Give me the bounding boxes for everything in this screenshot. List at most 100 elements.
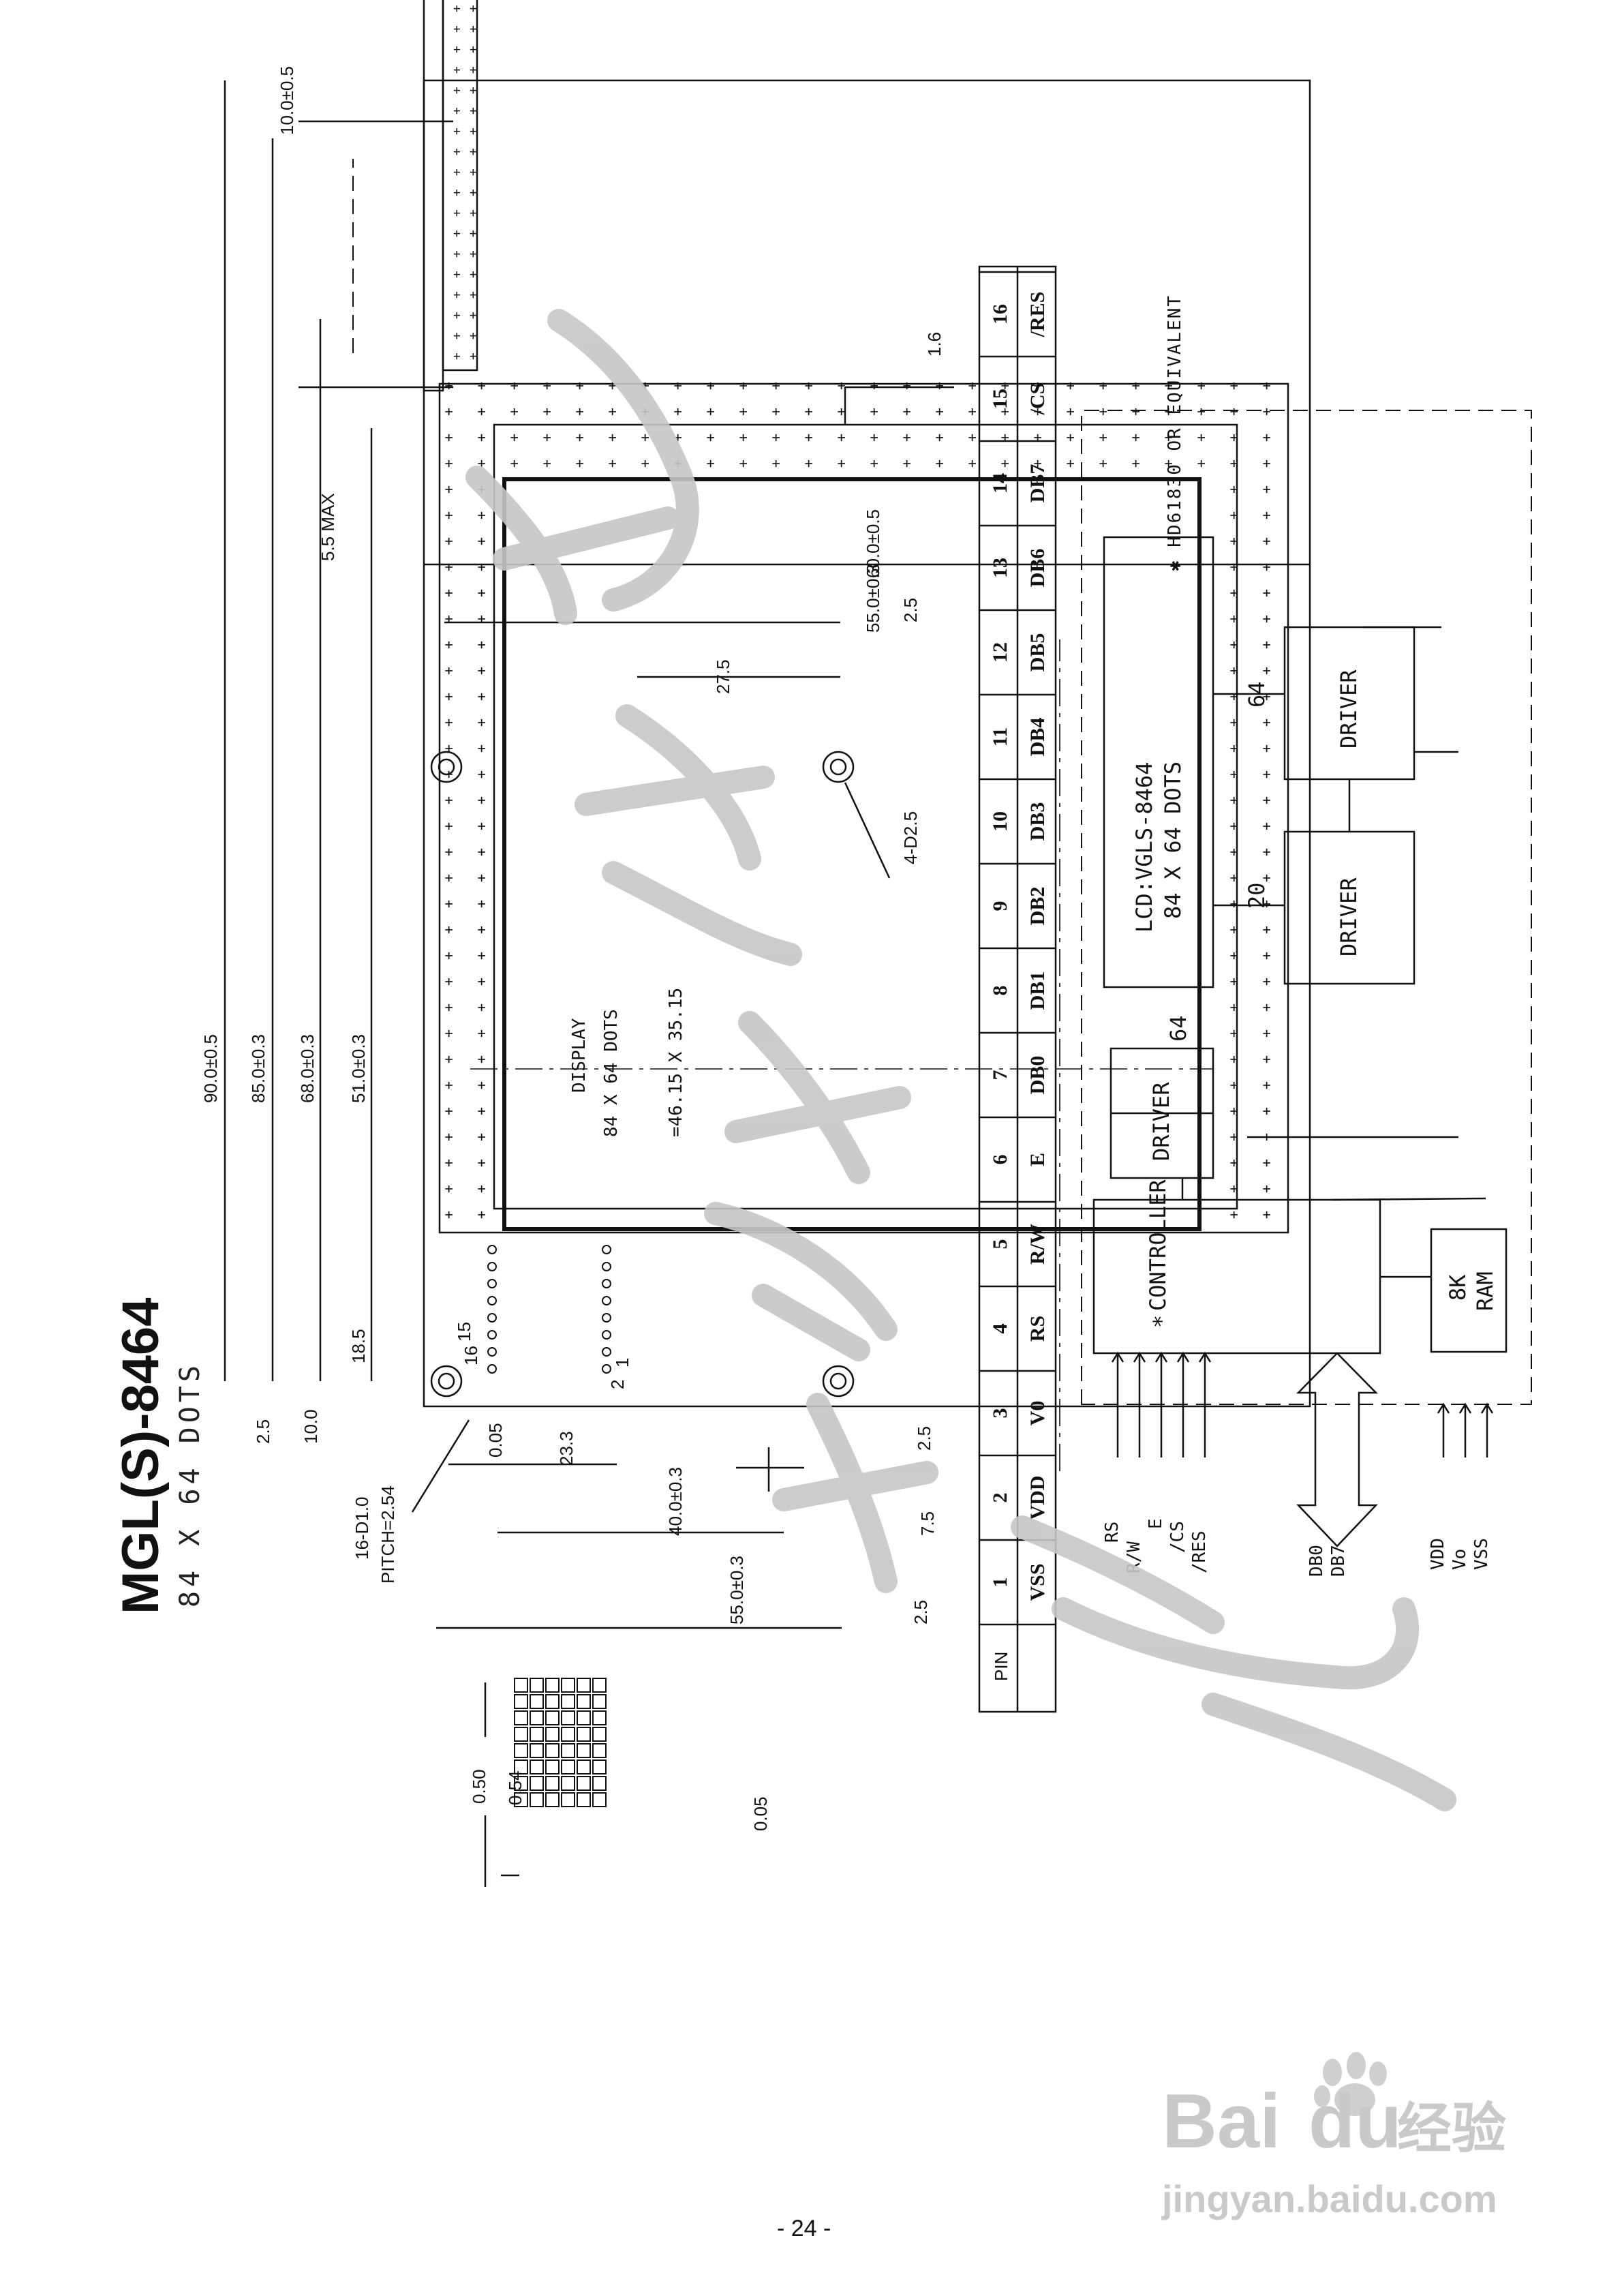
dim-2-5-right: 2.5: [914, 1426, 934, 1451]
lcd-model: LCD:VGLS-8464: [1131, 762, 1157, 933]
bezel-plus-mark: +: [1258, 641, 1274, 649]
dim-005-right: 0.05: [750, 1796, 771, 1831]
bezel-plus-mark: +: [473, 459, 489, 468]
dim-68: 68.0±0.3: [297, 1034, 318, 1103]
dot-cell: [530, 1694, 544, 1709]
bezel-plus-mark: +: [1127, 459, 1144, 468]
bezel-plus-mark: +: [506, 382, 522, 390]
side-plus-mark: +: [466, 209, 480, 217]
side-plus-mark: +: [450, 230, 464, 237]
pin-number: 7: [989, 1070, 1011, 1081]
dot-cell: [561, 1792, 575, 1807]
pin-signal: DB7: [1026, 464, 1049, 503]
bezel-plus-mark: +: [1258, 434, 1274, 442]
bezel-plus-mark: +: [1258, 408, 1274, 416]
pin-signal: RS: [1026, 1316, 1049, 1342]
controller-label: CONTROLLER: [1145, 1179, 1171, 1311]
bezel-plus-mark: +: [996, 459, 1013, 468]
bezel-plus-mark: +: [440, 874, 457, 882]
bezel-plus-mark: +: [964, 408, 980, 416]
bezel-plus-mark: +: [931, 434, 947, 442]
bezel-plus-mark: +: [1127, 434, 1144, 442]
bezel-plus-mark: +: [1258, 615, 1274, 623]
bezel-plus-mark: +: [898, 459, 915, 468]
ram-size: 8K: [1445, 1274, 1471, 1301]
bezel-plus-mark: +: [669, 408, 686, 416]
bezel-plus-mark: +: [1225, 900, 1242, 908]
bezel-plus-mark: +: [604, 434, 620, 442]
dot-cell: [577, 1727, 591, 1742]
bezel-plus-mark: +: [440, 615, 457, 623]
bezel-plus-mark: +: [898, 434, 915, 442]
bezel-plus-mark: +: [440, 408, 457, 416]
bezel-plus-mark: +: [440, 1133, 457, 1141]
bezel-plus-mark: +: [1225, 408, 1242, 416]
bezel-plus-mark: +: [1225, 641, 1242, 649]
bezel-plus-mark: +: [1160, 434, 1176, 442]
bezel-plus-mark: +: [1225, 952, 1242, 960]
bezel-plus-mark: +: [702, 382, 718, 390]
bezel-plus-mark: +: [1095, 459, 1111, 468]
side-plus-mark: +: [466, 107, 480, 115]
bezel-plus-mark: +: [1225, 796, 1242, 804]
dot-cell: [561, 1776, 575, 1791]
dot-cell: [514, 1792, 528, 1807]
dot-cell: [514, 1743, 528, 1758]
side-plus-mark: +: [466, 230, 480, 237]
bezel-plus-mark: +: [1258, 1081, 1274, 1089]
bezel-plus-mark: +: [473, 926, 489, 934]
pin-signal: DB2: [1026, 887, 1049, 926]
bezel-plus-mark: +: [1258, 926, 1274, 934]
bezel-plus-mark: +: [1062, 434, 1078, 442]
pin16-mark: 16: [461, 1346, 481, 1365]
dot-cell: [530, 1776, 544, 1791]
side-plus-mark: +: [466, 5, 480, 12]
bezel-plus-mark: +: [473, 1185, 489, 1193]
bezel-plus-mark: +: [473, 408, 489, 416]
sig-vdd: VDD: [1428, 1538, 1448, 1570]
bezel-plus-mark: +: [866, 382, 882, 390]
bezel-plus-mark: +: [1258, 667, 1274, 675]
bezel-plus-mark: +: [440, 926, 457, 934]
controller-star: *: [1148, 1315, 1174, 1328]
dot-cell: [592, 1710, 607, 1725]
bezel-plus-mark: +: [538, 459, 555, 468]
bezel-plus-mark: +: [440, 641, 457, 649]
bezel-plus-mark: +: [1258, 744, 1274, 753]
dim-55-bottom: 55.0±0.3: [726, 1556, 747, 1625]
calligraphy-watermark: [465, 309, 1456, 1811]
bezel-plus-mark: +: [833, 382, 849, 390]
pitch-callout: PITCH=2.54: [378, 1485, 398, 1584]
bezel-plus-mark: +: [1095, 408, 1111, 416]
bezel-plus-mark: +: [1160, 382, 1176, 390]
bezel-plus-mark: +: [571, 382, 587, 390]
bezel-plus-mark: +: [473, 874, 489, 882]
bezel-plus-mark: +: [996, 408, 1013, 416]
bezel-plus-mark: +: [1225, 537, 1242, 545]
bezel-plus-mark: +: [702, 459, 718, 468]
pin-signal: /RES: [1026, 292, 1049, 338]
sig-db0: DB0: [1306, 1545, 1327, 1577]
bezel-plus-mark: +: [1225, 822, 1242, 830]
baidu-product: 经验: [1397, 2098, 1506, 2159]
side-plus-mark: +: [466, 46, 480, 53]
bezel-plus-mark: +: [931, 408, 947, 416]
bezel-plus-mark: +: [440, 744, 457, 753]
dim-side-10: 10.0±0.5: [277, 66, 297, 135]
dot-cell: [530, 1759, 544, 1774]
dot-cell: [514, 1727, 528, 1742]
bezel-plus-mark: +: [473, 1055, 489, 1063]
pin2-mark: 2: [607, 1380, 628, 1389]
bezel-plus-mark: +: [1225, 926, 1242, 934]
bezel-plus-mark: +: [473, 537, 489, 545]
side-plus-mark: +: [466, 87, 480, 94]
bezel-plus-mark: +: [1258, 822, 1274, 830]
sig-e: E: [1146, 1518, 1166, 1529]
side-plus-mark: +: [450, 209, 464, 217]
bezel-plus-mark: +: [833, 459, 849, 468]
bezel-plus-mark: +: [702, 434, 718, 442]
bezel-plus-mark: +: [1258, 485, 1274, 494]
bezel-plus-mark: +: [1258, 1211, 1274, 1219]
side-plus-mark: +: [466, 352, 480, 360]
